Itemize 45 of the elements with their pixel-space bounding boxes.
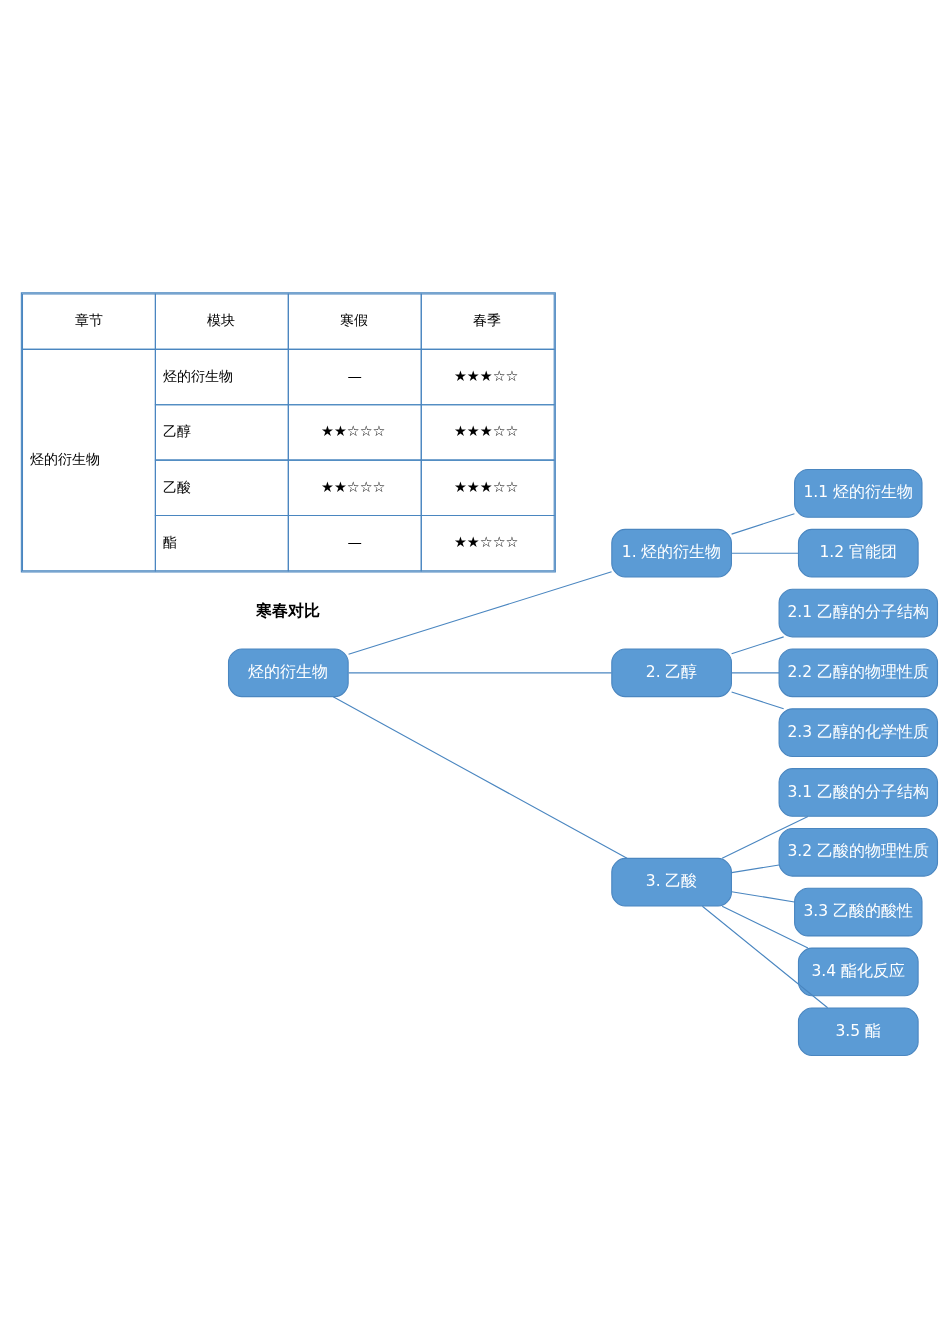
node-box: 1.1 烃的衍生物 [794, 469, 923, 518]
label: 乙酸 [163, 478, 192, 495]
connector [721, 905, 809, 949]
label: 寒春对比 [256, 602, 321, 620]
node-box: 2.3 乙醇的化学性质 [778, 708, 939, 758]
connector [731, 672, 780, 674]
connector [731, 864, 780, 874]
label: ★★★☆☆ [453, 367, 519, 384]
connector [731, 891, 795, 903]
node-box: 3.1 乙酸的分子结构 [778, 768, 939, 817]
node-box: 2. 乙醇 [611, 648, 732, 698]
connector [731, 636, 785, 655]
node-box: 烃的衍生物 [227, 648, 349, 698]
label: 烃的衍生物 [163, 367, 234, 384]
connector [731, 691, 785, 710]
label: ★★☆☆☆ [453, 533, 519, 550]
connector [332, 696, 628, 859]
node-box: 3.3 乙酸的酸性 [794, 887, 923, 937]
label: ★★★☆☆ [453, 423, 519, 440]
label: 寒假 [340, 312, 369, 329]
node-box: 2.1 乙醇的分子结构 [778, 588, 939, 638]
label: 模块 [207, 312, 236, 329]
label: ★★☆☆☆ [321, 423, 386, 440]
label: — [347, 533, 362, 550]
label: 春季 [473, 312, 502, 329]
node-box: 2.2 乙醇的物理性质 [778, 648, 939, 698]
label: 乙醇 [163, 423, 192, 440]
label: 烃的衍生物 [30, 450, 101, 467]
node-box: 3. 乙酸 [611, 857, 732, 907]
connector [731, 513, 795, 535]
label: — [347, 367, 362, 384]
node-box: 3.2 乙酸的物理性质 [778, 827, 939, 877]
label: ★★☆☆☆ [321, 478, 386, 495]
connector [701, 905, 829, 1009]
label: 酯 [163, 533, 178, 550]
node-box: 1. 烃的衍生物 [611, 528, 732, 578]
node-box: 3.5 酯 [797, 1007, 919, 1057]
node-box: 3.4 酯化反应 [797, 947, 919, 997]
label: 章节 [74, 312, 103, 329]
node-box: 1.2 官能团 [797, 528, 919, 578]
connector [348, 571, 613, 655]
connector [721, 815, 809, 859]
connector [731, 552, 799, 554]
connector [348, 672, 613, 674]
label: ★★★☆☆ [453, 478, 519, 495]
